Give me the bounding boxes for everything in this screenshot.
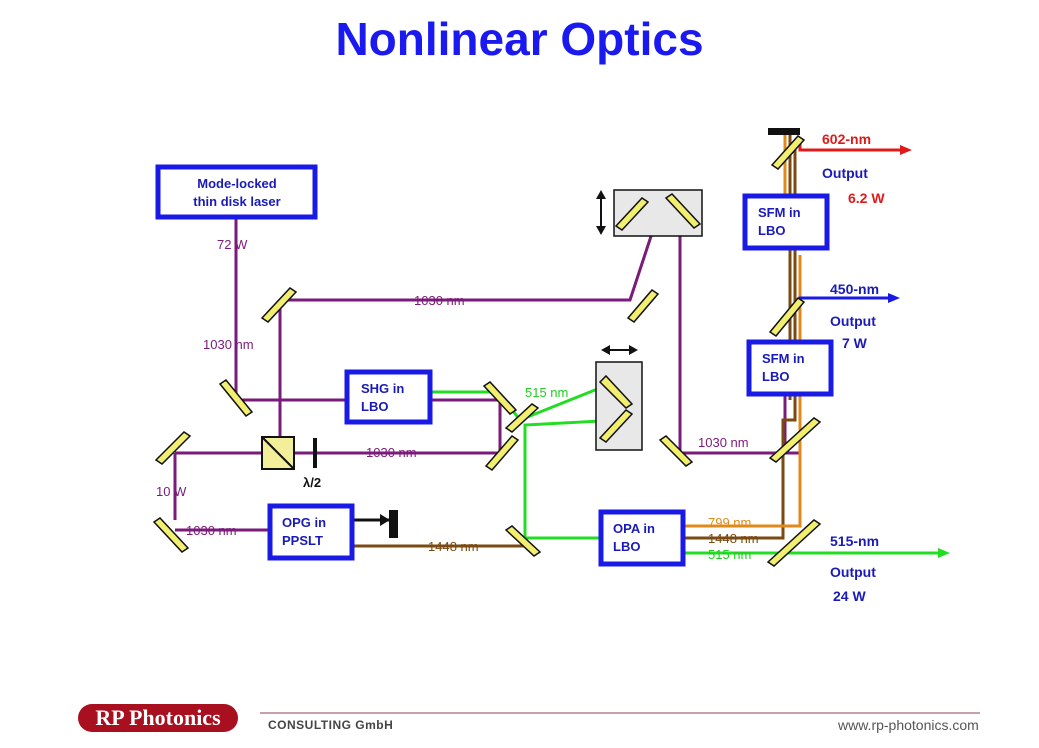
output-450-label: Output	[830, 313, 876, 329]
output-515-power: 24 W	[833, 588, 866, 604]
opa-label-1: OPA in	[613, 521, 655, 536]
sfm-mid-label-1: SFM in	[762, 351, 805, 366]
delay-stage-mid	[595, 361, 643, 451]
footer-divider	[260, 712, 980, 714]
output-602-power: 6.2 W	[848, 190, 885, 206]
company-url[interactable]: www.rp-photonics.com	[838, 717, 979, 733]
opa-label-2: LBO	[613, 539, 640, 554]
beam-dump-top	[768, 128, 800, 135]
label-515-opa: 515 nm	[708, 547, 751, 562]
label-1030-left: 1030 nm	[203, 337, 254, 352]
laser-label-2: thin disk laser	[193, 194, 280, 209]
component-boxes	[155, 164, 834, 567]
opg-label-2: PPSLT	[282, 533, 323, 548]
label-1030-top: 1030 nm	[414, 293, 465, 308]
output-515-wavelength: 515-nm	[830, 533, 879, 549]
output-450-power: 7 W	[842, 335, 868, 351]
beam-dump-opg	[389, 510, 398, 538]
beam-1030	[173, 214, 800, 532]
beam-1448	[352, 135, 797, 548]
sfm-top-label-1: SFM in	[758, 205, 801, 220]
shg-label-1: SHG in	[361, 381, 404, 396]
label-1030-mid: 1030 nm	[366, 445, 417, 460]
output-450-wavelength: 450-nm	[830, 281, 879, 297]
sfm-mid-label-2: LBO	[762, 369, 789, 384]
label-515: 515 nm	[525, 385, 568, 400]
optical-setup-diagram: Mode-locked thin disk laser SHG in LBO O…	[152, 128, 950, 604]
label-1448: 1448 nm	[428, 539, 479, 554]
page-title: Nonlinear Optics	[335, 13, 704, 65]
power-10w: 10 W	[156, 484, 187, 499]
label-half-wave: λ/2	[303, 475, 321, 490]
arrow-602	[900, 145, 912, 155]
label-1448-opa: 1448 nm	[708, 531, 759, 546]
power-72w: 72 W	[217, 237, 248, 252]
shg-label-2: LBO	[361, 399, 388, 414]
output-602-wavelength: 602-nm	[822, 131, 871, 147]
arrow-515	[938, 548, 950, 558]
label-799: 799 nm	[708, 515, 751, 530]
arrow-450	[888, 293, 900, 303]
beam-450-output	[798, 296, 890, 300]
label-1030-opg: 1030 nm	[186, 523, 237, 538]
output-602-label: Output	[822, 165, 868, 181]
laser-label-1: Mode-locked	[197, 176, 277, 191]
company-logo: RP Photonics	[78, 704, 238, 732]
mirrors	[152, 135, 822, 567]
sfm-top-label-2: LBO	[758, 223, 785, 238]
output-515-label: Output	[830, 564, 876, 580]
label-1030-right: 1030 nm	[698, 435, 749, 450]
company-subtitle: CONSULTING GmbH	[268, 718, 394, 732]
opg-label-1: OPG in	[282, 515, 326, 530]
